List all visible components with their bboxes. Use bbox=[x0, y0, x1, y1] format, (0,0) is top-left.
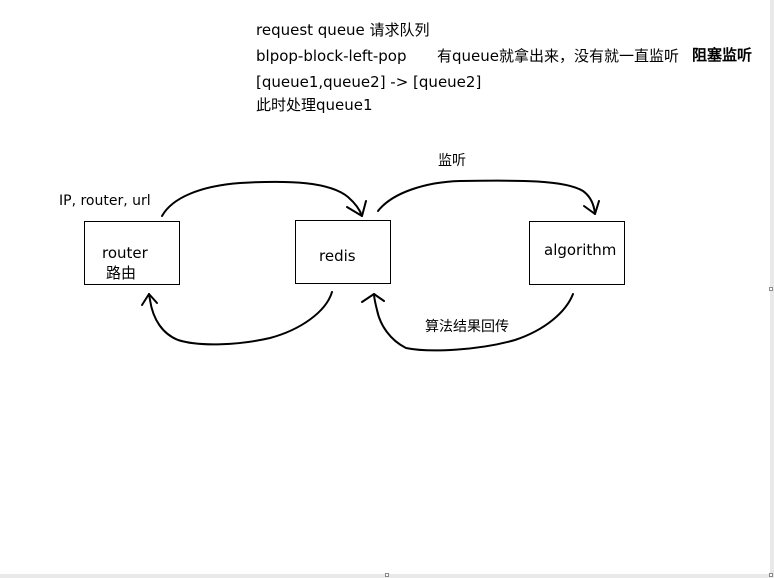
arrow-redis-to-router bbox=[148, 291, 333, 346]
arrow-redis-to-algorithm bbox=[377, 179, 596, 215]
label-listen: 监听 bbox=[438, 153, 466, 169]
note-request-queue: request queue 请求队列 bbox=[256, 21, 430, 39]
resize-handle-corner[interactable] bbox=[769, 573, 773, 577]
router-box-label: router bbox=[102, 244, 148, 262]
router-box-sublabel: 路由 bbox=[106, 264, 137, 282]
arrow-algorithm-to-redis bbox=[373, 293, 574, 352]
note-blpop-description: 有queue就拿出来，没有就一直监听 bbox=[437, 47, 679, 65]
redis-box bbox=[295, 220, 391, 284]
arrow-redis-to-algorithm-head bbox=[583, 200, 600, 215]
arrow-router-to-redis bbox=[161, 180, 363, 217]
redis-box-label: redis bbox=[319, 247, 356, 265]
arrow-redis-to-router-head bbox=[141, 293, 158, 306]
arrow-router-to-redis-head bbox=[346, 200, 367, 217]
note-queue-transition: [queue1,queue2] -> [queue2] bbox=[256, 73, 482, 91]
note-blocking-listen: 阻塞监听 bbox=[692, 46, 753, 64]
label-result-return: 算法结果回传 bbox=[425, 319, 509, 335]
resize-handle-bottom[interactable] bbox=[385, 573, 389, 577]
note-processing-queue1: 此时处理queue1 bbox=[256, 96, 373, 114]
algorithm-box bbox=[529, 221, 625, 285]
note-blpop: blpop-block-left-pop bbox=[256, 47, 407, 65]
router-box bbox=[84, 221, 180, 285]
resize-handle-right[interactable] bbox=[769, 287, 773, 291]
label-ip-router-url: IP, router, url bbox=[59, 193, 151, 209]
arrow-algorithm-to-redis-head bbox=[361, 293, 385, 303]
algorithm-box-label: algorithm bbox=[544, 241, 617, 259]
